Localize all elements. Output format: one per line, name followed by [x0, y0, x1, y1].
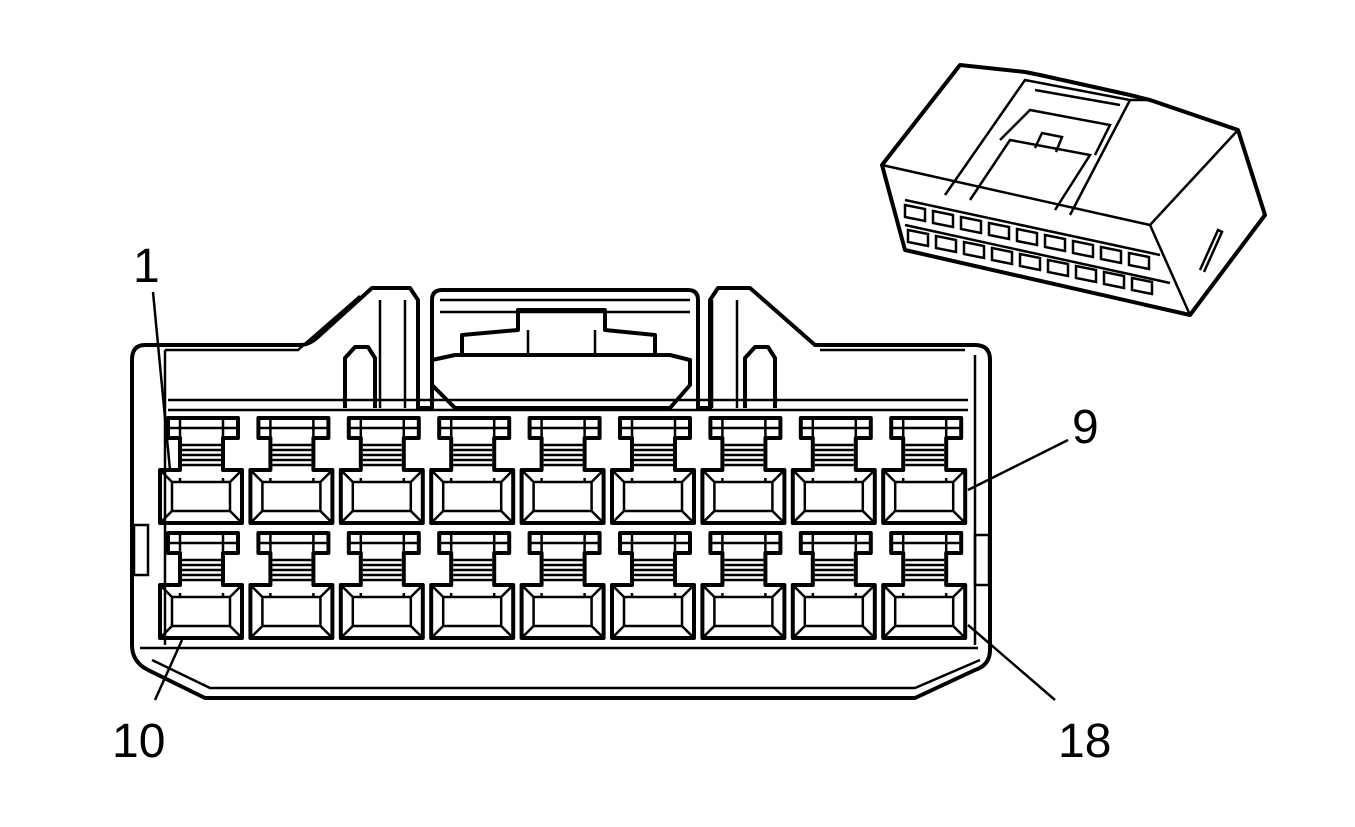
iso-cavity	[1130, 276, 1154, 296]
cavity-10	[158, 531, 244, 640]
cavity-15	[610, 531, 696, 640]
leader-line-1	[151, 291, 172, 471]
cavity-18	[881, 531, 968, 640]
leader-line-18	[967, 624, 1056, 701]
iso-cavity	[1099, 245, 1123, 265]
iso-cavity	[990, 246, 1014, 266]
iso-cavity	[1046, 258, 1070, 278]
cavity-12	[338, 531, 425, 640]
iso-cavity	[1043, 233, 1067, 253]
pin-label-9: 9	[1072, 401, 1099, 454]
cavity-17	[790, 531, 877, 640]
cavity-11	[248, 531, 335, 640]
cavity-8	[790, 416, 877, 525]
cavity-6	[610, 416, 696, 525]
pin-label-18: 18	[1058, 715, 1111, 768]
cavity-16	[700, 531, 787, 640]
cavity-1	[158, 416, 244, 525]
iso-cavity	[959, 215, 983, 235]
cavity-5	[519, 416, 606, 525]
pin-labels: 1 9 10 18	[112, 240, 1111, 768]
connector-isometric-view	[880, 63, 1267, 317]
iso-cavity	[1071, 239, 1095, 259]
cavity-3	[338, 416, 425, 525]
cavity-9	[881, 416, 968, 525]
iso-cavity	[1018, 252, 1042, 272]
leader-line-9	[967, 438, 1069, 492]
iso-cavity	[934, 234, 958, 254]
iso-cavity	[1127, 251, 1151, 271]
cavity-13	[429, 531, 516, 640]
leader-line-10	[153, 639, 184, 701]
iso-cavity	[1102, 270, 1126, 290]
connector-housing	[130, 286, 992, 700]
cavity-grid	[158, 416, 968, 640]
iso-cavity	[903, 203, 927, 223]
iso-cavity	[1074, 264, 1098, 284]
cavity-2	[248, 416, 335, 525]
cavity-4	[429, 416, 516, 525]
cavity-7	[700, 416, 787, 525]
pin-label-1: 1	[133, 240, 160, 293]
iso-cavity	[987, 221, 1011, 241]
iso-cavity	[931, 209, 955, 229]
iso-cavity	[906, 228, 930, 248]
pin-label-10: 10	[112, 715, 165, 768]
iso-cavity	[962, 240, 986, 260]
iso-cavity	[1015, 227, 1039, 247]
cavity-14	[519, 531, 606, 640]
